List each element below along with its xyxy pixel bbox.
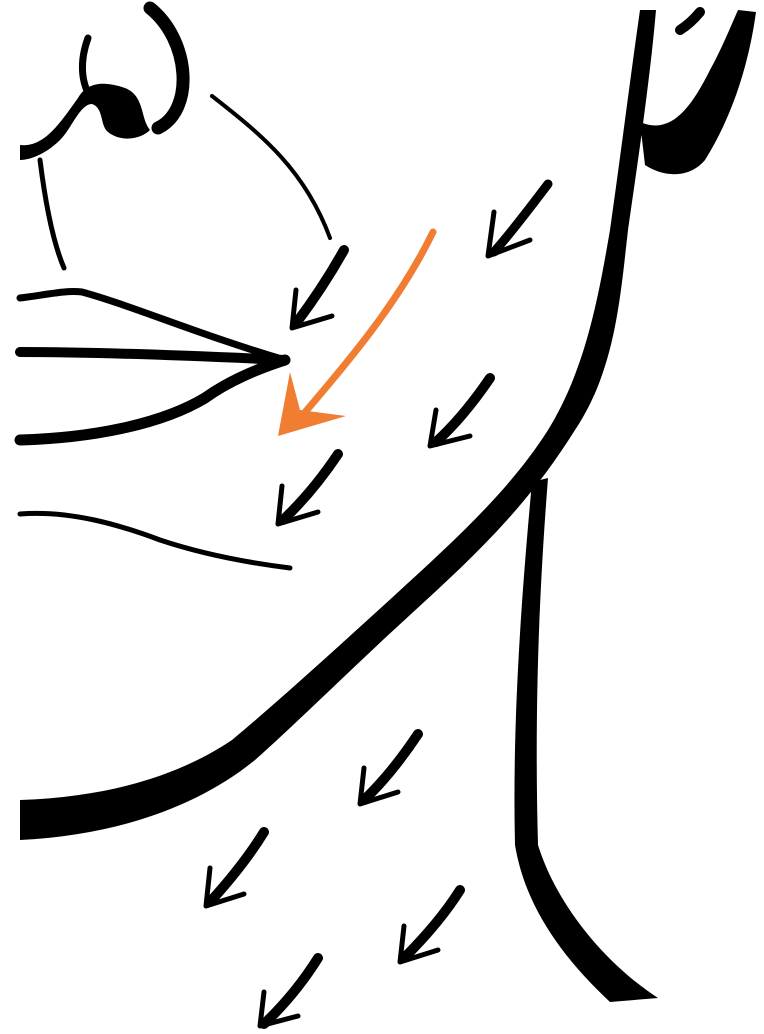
black-arrows	[206, 184, 548, 1026]
neck-front-line	[514, 478, 658, 1002]
nostril-inner-stroke	[82, 38, 92, 100]
ear-lobe-curve	[640, 10, 756, 174]
nostril-shape	[20, 84, 150, 160]
down-left-arrow-icon	[260, 958, 318, 1026]
down-left-arrow-icon	[360, 734, 418, 804]
cheek-contour	[212, 96, 330, 238]
orange-arrow	[278, 232, 433, 436]
lip-parting-line	[20, 352, 285, 360]
down-left-arrow-icon	[278, 454, 338, 524]
lips	[20, 292, 290, 568]
jaw-outline	[20, 10, 658, 1002]
ear-lobe-stroke	[680, 12, 700, 30]
down-left-arrow-icon	[400, 890, 460, 962]
down-left-arrow-icon	[206, 832, 264, 906]
down-left-arrow-icon	[488, 184, 548, 256]
nose	[20, 8, 183, 160]
ear-and-neck-back	[640, 10, 756, 174]
chin-crease	[20, 513, 290, 568]
down-left-arrow-icon	[430, 378, 490, 446]
nose-bridge-stroke	[150, 8, 183, 128]
down-left-arrow-icon	[278, 232, 433, 436]
down-left-arrow-icon	[292, 250, 344, 328]
nasolabial-fold	[40, 160, 64, 268]
cheek-lines	[40, 96, 330, 268]
lower-lip	[20, 360, 285, 440]
